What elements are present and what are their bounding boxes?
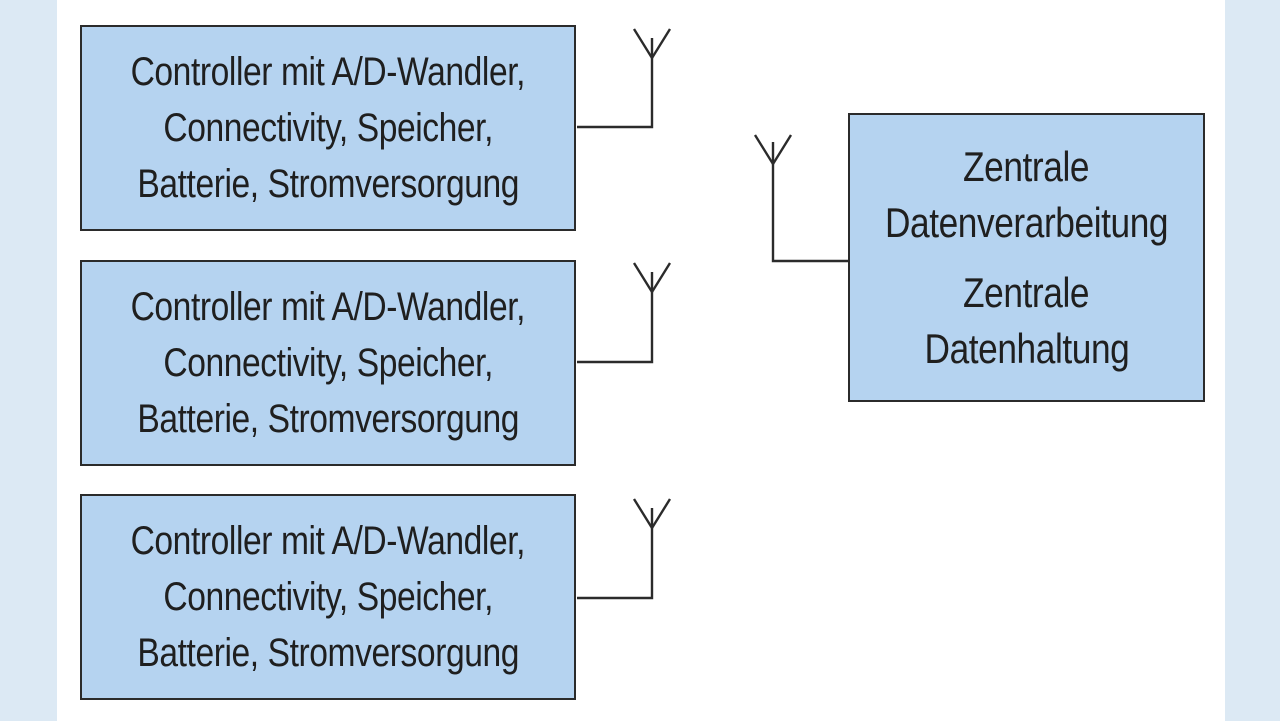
central-storage-line: Datenhaltung	[924, 324, 1129, 372]
central-processing-line: Zentrale	[963, 142, 1090, 190]
central-processing-line: Datenverarbeitung	[884, 198, 1169, 246]
central-storage-line: Zentrale	[963, 268, 1090, 316]
node-text-line: Batterie, Stromversorgung	[137, 397, 519, 441]
node-text-line: Controller mit A/D-Wandler,	[130, 519, 526, 563]
node-text-line: Controller mit A/D-Wandler,	[130, 50, 526, 94]
central-server-box: Zentrale Datenverarbeitung Zentrale Date…	[848, 113, 1205, 402]
node-text-line: Connectivity, Speicher,	[163, 106, 493, 150]
controller-node-3: Controller mit A/D-Wandler, Connectivity…	[80, 494, 576, 700]
controller-node-1: Controller mit A/D-Wandler, Connectivity…	[80, 25, 576, 231]
controller-node-2: Controller mit A/D-Wandler, Connectivity…	[80, 260, 576, 466]
node-text-line: Batterie, Stromversorgung	[137, 631, 519, 675]
node-text-line: Batterie, Stromversorgung	[137, 162, 519, 206]
node-text-line: Connectivity, Speicher,	[163, 575, 493, 619]
node-text-line: Connectivity, Speicher,	[163, 341, 493, 385]
node-text-line: Controller mit A/D-Wandler,	[130, 285, 526, 329]
